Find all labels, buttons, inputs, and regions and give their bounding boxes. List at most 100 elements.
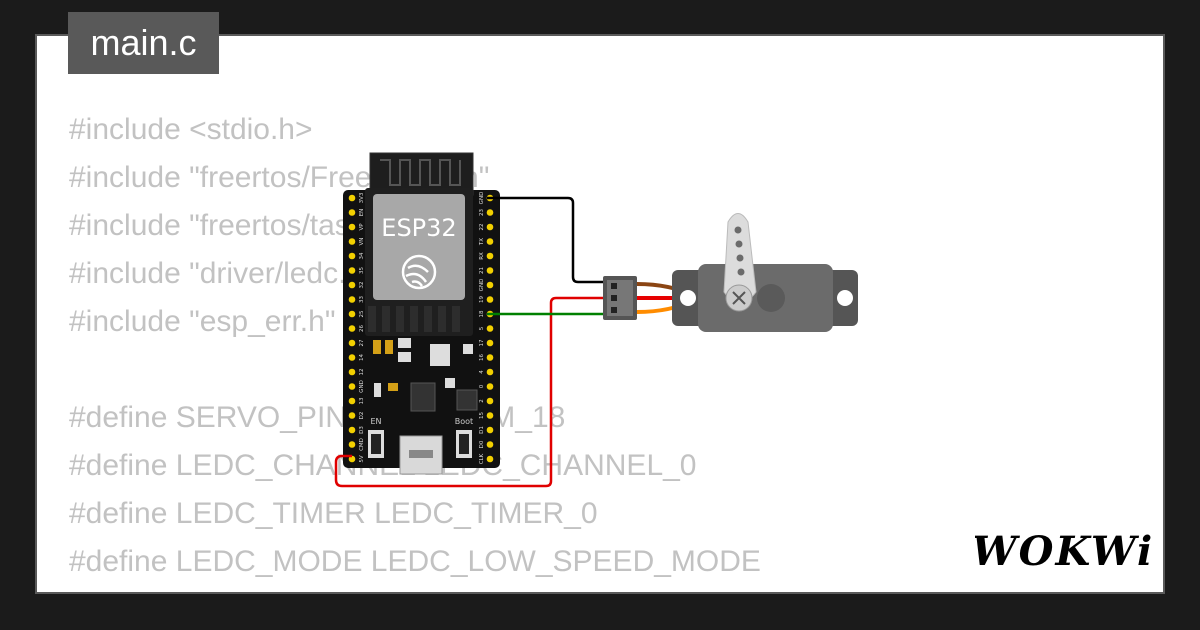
pin-21[interactable] bbox=[486, 267, 494, 274]
pin-d0[interactable] bbox=[486, 441, 494, 448]
servo-connector bbox=[603, 276, 637, 320]
pin-label: 21 bbox=[479, 267, 485, 274]
pin-label: RX bbox=[479, 252, 485, 260]
pin-16[interactable] bbox=[486, 354, 494, 361]
pin-label: 14 bbox=[359, 354, 365, 361]
pin-gnd[interactable] bbox=[348, 383, 356, 390]
pin-label: EN bbox=[359, 209, 365, 217]
antenna-trace-icon bbox=[380, 159, 461, 186]
pin-label: GND bbox=[479, 192, 485, 205]
pin-23[interactable] bbox=[486, 209, 494, 216]
pin-19[interactable] bbox=[486, 296, 494, 303]
esp32-board[interactable]: ESP32 EN bbox=[343, 152, 500, 475]
pin-17[interactable] bbox=[486, 339, 494, 347]
code-preview: #include <stdio.h>#include "freertos/Fre… bbox=[69, 106, 761, 592]
pin-label: 12 bbox=[359, 369, 365, 376]
pin-3v3[interactable] bbox=[348, 194, 356, 202]
pin-label: 3V3 bbox=[359, 192, 365, 203]
en-button[interactable] bbox=[368, 430, 384, 458]
pin-2[interactable] bbox=[486, 397, 494, 405]
pin-label: 13 bbox=[359, 397, 365, 404]
code-line: #define LEDC_MODE LEDC_LOW_SPEED_MODE bbox=[69, 545, 761, 578]
pin-5v[interactable] bbox=[348, 455, 356, 463]
pin-35[interactable] bbox=[348, 267, 356, 274]
pin-en[interactable] bbox=[348, 209, 356, 216]
pin-14[interactable] bbox=[348, 354, 356, 361]
pin-label: GND bbox=[359, 380, 365, 393]
pin-label: CMD bbox=[359, 438, 365, 451]
wokwi-logo: WOKWi bbox=[975, 528, 1154, 575]
pin-d2[interactable] bbox=[348, 412, 356, 419]
code-line: #include "esp_err.h" bbox=[69, 305, 336, 338]
pin-label: D1 bbox=[479, 426, 485, 434]
pin-label: 5V bbox=[359, 455, 365, 462]
chip-label: ESP32 bbox=[381, 214, 456, 242]
pin-25[interactable] bbox=[348, 310, 356, 318]
pin-rx[interactable] bbox=[486, 252, 494, 260]
pin-label: VN bbox=[359, 238, 365, 246]
boot-label: Boot bbox=[455, 417, 473, 426]
left-pin-header: 3V3ENVPVN343532332526271412GND13D2D3CMD5… bbox=[348, 192, 365, 463]
pin-label: 17 bbox=[479, 339, 485, 346]
pin-label: 15 bbox=[479, 412, 485, 419]
file-tab[interactable]: main.c bbox=[68, 12, 219, 74]
mount-hole-left-icon bbox=[680, 290, 696, 306]
en-label: EN bbox=[370, 417, 381, 426]
pin-vp[interactable] bbox=[348, 223, 356, 231]
pin-label: 5 bbox=[479, 326, 485, 330]
pin-label: 22 bbox=[479, 224, 485, 231]
pin-27[interactable] bbox=[348, 339, 356, 347]
file-tab-label: main.c bbox=[90, 22, 197, 63]
pin-label: 4 bbox=[479, 370, 485, 374]
pin-label: D2 bbox=[359, 412, 365, 420]
pin-label: 26 bbox=[359, 325, 365, 332]
gnd-wire bbox=[487, 196, 610, 284]
pin-label: VP bbox=[359, 223, 365, 231]
pin-label: 16 bbox=[479, 354, 485, 361]
pin-4[interactable] bbox=[486, 368, 494, 376]
pin-d1[interactable] bbox=[486, 426, 494, 434]
pin-d3[interactable] bbox=[348, 426, 356, 434]
usb-port-icon bbox=[399, 435, 443, 475]
pin-label: 25 bbox=[359, 310, 365, 317]
code-line: #include <stdio.h> bbox=[69, 113, 313, 146]
pin-clk[interactable] bbox=[486, 455, 494, 463]
pin-15[interactable] bbox=[486, 412, 494, 419]
pin-cmd[interactable] bbox=[348, 441, 356, 448]
servo-motor[interactable] bbox=[672, 213, 858, 333]
pin-vn[interactable] bbox=[348, 238, 356, 245]
espressif-logo-icon bbox=[401, 254, 437, 290]
pin-33[interactable] bbox=[348, 296, 356, 303]
pin-label: TX bbox=[479, 238, 485, 246]
boot-button[interactable] bbox=[456, 430, 472, 458]
smd-components bbox=[373, 338, 478, 412]
code-line: #define LEDC_TIMER LEDC_TIMER_0 bbox=[69, 497, 598, 530]
wokwi-logo-text: WOKWi bbox=[975, 528, 1154, 575]
pin-26[interactable] bbox=[348, 325, 356, 332]
pin-tx[interactable] bbox=[486, 238, 494, 245]
pin-label: 19 bbox=[479, 296, 485, 303]
pin-gnd[interactable] bbox=[486, 281, 494, 289]
pin-label: 32 bbox=[359, 282, 365, 289]
vcc-wire bbox=[334, 296, 610, 488]
project-card: #include <stdio.h>#include "freertos/Fre… bbox=[35, 34, 1165, 594]
pin-label: 23 bbox=[479, 209, 485, 216]
pin-34[interactable] bbox=[348, 252, 356, 260]
pin-13[interactable] bbox=[348, 397, 356, 405]
mount-hole-right-icon bbox=[837, 290, 853, 306]
pin-label: GND bbox=[479, 279, 485, 292]
pin-label: 33 bbox=[359, 296, 365, 303]
pin-0[interactable] bbox=[486, 383, 494, 390]
screw-icon bbox=[732, 291, 746, 305]
pin-32[interactable] bbox=[348, 281, 356, 289]
pin-label: 34 bbox=[359, 252, 365, 259]
pin-5[interactable] bbox=[486, 325, 494, 332]
pin-label: 2 bbox=[479, 399, 485, 403]
pin-label: 0 bbox=[479, 384, 485, 388]
pin-label: 27 bbox=[359, 339, 365, 346]
pin-label: D0 bbox=[479, 440, 485, 448]
pin-12[interactable] bbox=[348, 368, 356, 376]
pin-22[interactable] bbox=[486, 223, 494, 231]
